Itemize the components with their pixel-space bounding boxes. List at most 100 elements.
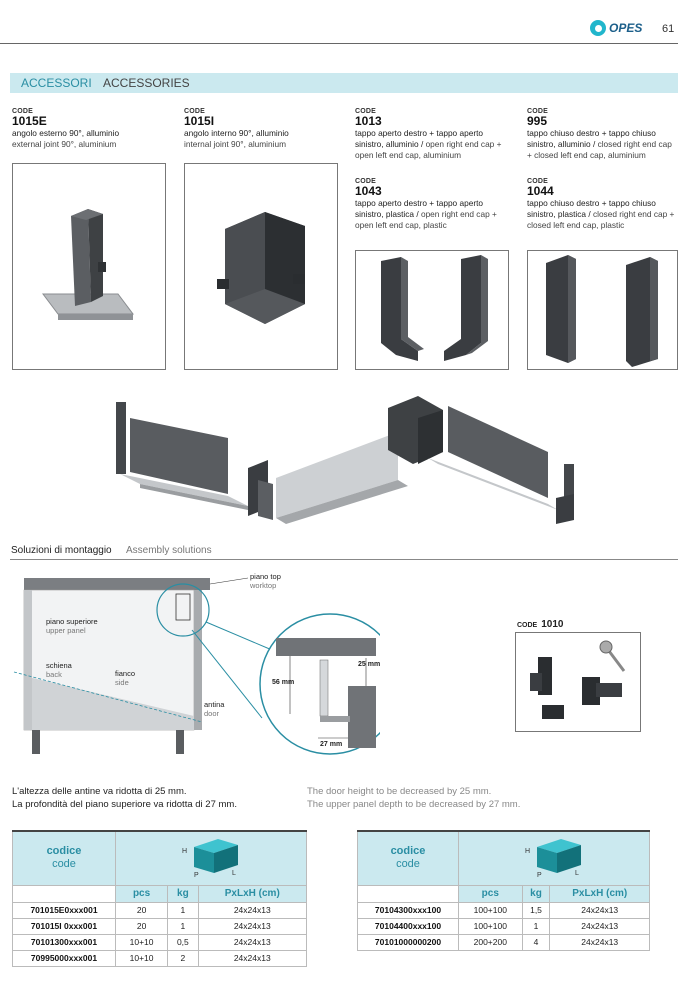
desc-it: tappo aperto destro + tappo aperto sinis…: [355, 128, 484, 149]
table2-col-dims: PxLxH (cm): [549, 884, 650, 903]
box-l-label: L: [232, 870, 236, 877]
row-pcs: 100+100: [458, 917, 523, 935]
table-row: 70101300xxx001 10+10 0,5 24x24x13: [12, 933, 308, 951]
row-kg: 1,5: [521, 901, 551, 919]
row-dims: 24x24x13: [549, 933, 650, 951]
upper-label-en: upper panel: [46, 626, 86, 635]
logo-text: OPES: [609, 21, 643, 35]
label-side: fianco side: [115, 669, 135, 687]
product-code: 1010: [541, 619, 564, 630]
row-dims: 24x24x13: [549, 901, 650, 919]
row-pcs: 20: [114, 917, 169, 935]
dim-56mm: 56 mm: [272, 679, 295, 686]
table-row: 701015E0xxx001 20 1 24x24x13: [12, 901, 308, 919]
label-back: schiena back: [46, 661, 72, 679]
box-h-label: H: [182, 848, 187, 855]
table2-col-pcs: pcs: [458, 884, 523, 903]
product-code: 995: [527, 114, 548, 128]
row-kg: 4: [521, 933, 551, 951]
product-description: angolo esterno 90°, alluminio external j…: [12, 128, 170, 150]
row-dims: 24x24x13: [197, 933, 308, 951]
row-pcs: 10+10: [114, 949, 169, 967]
header-divider: [0, 43, 678, 44]
plinth-assembly-illustration: [116, 396, 574, 524]
product-code: 1015E: [12, 114, 47, 128]
row-code: 70995000xxx001: [12, 949, 116, 967]
assembly-overview-illustration: [98, 388, 588, 528]
desc-en: open right end cap + open left end cap, …: [355, 139, 502, 160]
desc-en: closed right end cap + closed left end c…: [527, 209, 675, 230]
codice-label: codice: [390, 845, 426, 858]
product-description: tappo aperto destro + tappo aperto sinis…: [355, 128, 513, 161]
row-code: 70101300xxx001: [12, 933, 116, 951]
note-en: The door height to be decreased by 25 mm…: [307, 785, 520, 811]
row-code: 70104300xxx100: [357, 901, 459, 919]
product-code: 1015I: [184, 114, 215, 128]
page-number: 61: [662, 23, 675, 35]
table-row: 701015I 0xxx001 20 1 24x24x13: [12, 917, 308, 935]
box-h-label: H: [525, 848, 530, 855]
back-label-en: back: [46, 670, 62, 679]
row-pcs: 200+200: [458, 933, 523, 951]
internal-joint-illustration: [217, 212, 305, 324]
desc-it: angolo esterno 90°, alluminio: [12, 128, 120, 138]
section-title-it: ACCESSORI: [21, 76, 92, 90]
row-dims: 24x24x13: [197, 917, 308, 935]
row-code: 70101000000200: [357, 933, 459, 951]
row-kg: 1: [167, 917, 199, 935]
desc-en: closed right end cap + closed left end c…: [527, 139, 672, 160]
logo-mark-icon: [590, 20, 606, 36]
product-code: 1043: [355, 184, 382, 198]
label-upper-panel: piano superiore upper panel: [46, 617, 98, 635]
table1-col-pcs: pcs: [114, 884, 169, 903]
desc-en: internal joint 90°, aluminium: [184, 139, 287, 149]
cabinet-section-drawing: [10, 566, 401, 762]
box-p-label: P: [537, 872, 542, 879]
note-it-line2: La profondità del piano superiore va rid…: [12, 799, 237, 810]
section-title-en: ACCESSORIES: [103, 76, 190, 90]
table2-col-kg: kg: [521, 884, 551, 903]
product-code: 1044: [527, 184, 554, 198]
assembly-title-en: Assembly solutions: [126, 545, 212, 556]
back-label-it: schiena: [46, 661, 72, 670]
desc-it: tappo aperto destro + tappo aperto sinis…: [355, 198, 484, 219]
row-kg: 2: [167, 949, 199, 967]
desc-it: angolo interno 90°, alluminio: [184, 128, 289, 138]
door-label-en: door: [204, 709, 220, 718]
section-band: [10, 73, 678, 93]
code-label: CODE: [184, 108, 206, 115]
product-1015e: CODE 1015E angolo esterno 90°, alluminio…: [12, 108, 170, 150]
table-row: 70104300xxx100 100+100 1,5 24x24x13: [357, 901, 650, 919]
product-description: angolo interno 90°, alluminio internal j…: [184, 128, 342, 150]
desc-it: tappo chiuso destro + tappo chiuso sinis…: [527, 128, 656, 149]
row-dims: 24x24x13: [197, 949, 308, 967]
table-row: 70104400xxx100 100+100 1 24x24x13: [357, 917, 650, 935]
worktop-label-it: piano top: [250, 572, 281, 581]
upper-label-it: piano superiore: [46, 617, 98, 626]
row-pcs: 20: [114, 901, 169, 919]
note-it: L'altezza delle antine va ridotta di 25 …: [12, 785, 237, 811]
table1-blank-cell: [12, 885, 116, 903]
box-l-label: L: [575, 870, 579, 877]
note-it-line1: L'altezza delle antine va ridotta di 25 …: [12, 786, 187, 797]
row-kg: 1: [521, 917, 551, 935]
box-p-label: P: [194, 872, 199, 879]
table-row: 70995000xxx001 10+10 2 24x24x13: [12, 949, 308, 967]
product-image-1015i: [184, 163, 338, 370]
row-dims: 24x24x13: [549, 917, 650, 935]
row-kg: 0,5: [167, 933, 199, 951]
side-label-en: side: [115, 678, 129, 687]
code-label: CODE: [12, 108, 34, 115]
desc-it: tappo chiuso destro + tappo chiuso sinis…: [527, 198, 656, 219]
dim-27mm: 27 mm: [320, 741, 343, 748]
product-image-closed-end-caps: [527, 250, 678, 370]
code-label: code: [396, 858, 420, 871]
clip-kit-illustration: [530, 640, 626, 719]
code-label: CODE: [355, 178, 377, 185]
code-label: CODE: [355, 108, 377, 115]
code-label: code: [52, 858, 76, 871]
table2-box-image: H P L: [458, 830, 650, 886]
table1-col-kg: kg: [167, 884, 199, 903]
table1-code-header: codice code: [12, 830, 116, 886]
